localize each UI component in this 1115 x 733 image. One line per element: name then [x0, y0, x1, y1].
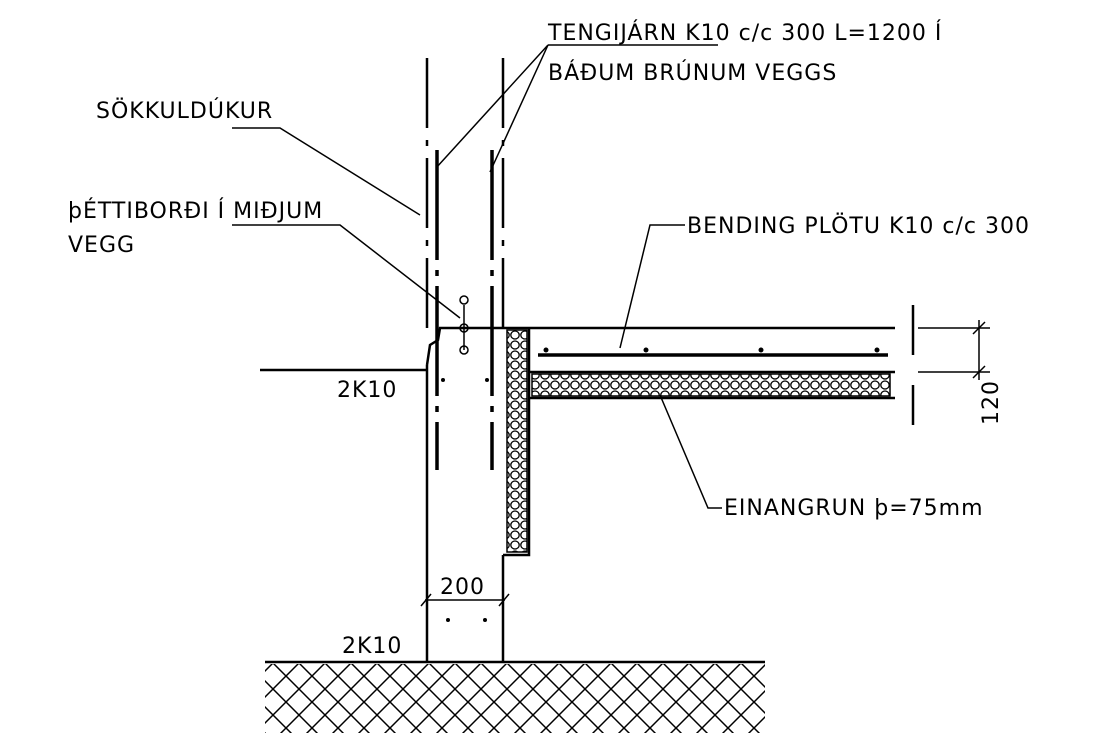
waterstop: [459, 295, 469, 355]
slab-rebar-label: BENDING PLÖTU K10 c/c 300: [687, 213, 1030, 239]
upper-rebar-label: 2K10: [337, 378, 397, 403]
leader-lines: [232, 44, 722, 509]
tie-bars-label-line1: TENGIJÁRN K10 c/c 300 L=1200 Í: [547, 20, 942, 46]
edge-insulation: [506, 329, 528, 553]
wall-outline: [425, 326, 895, 662]
waterstop-label-line1: þÉTTIBORÐI Í MIÐJUM: [68, 198, 323, 224]
lower-rebar-label: 2K10: [342, 634, 402, 659]
upper-wall-lines: [425, 58, 505, 470]
slab-thickness-label: 120: [979, 380, 1004, 425]
slab-insulation: [531, 373, 891, 397]
rebar-dots: [441, 378, 489, 622]
wall-width-label: 200: [440, 575, 485, 600]
ground: [265, 660, 765, 733]
slab-rebar: [538, 347, 888, 357]
slab-thickness-dimension: [911, 305, 990, 425]
insulation-label: EINANGRUN þ=75mm: [724, 496, 984, 521]
foundation-cloth-label: SÖKKULDÚKUR: [96, 98, 273, 124]
tie-bars-label-line2: BÁÐUM BRÚNUM VEGGS: [548, 60, 837, 86]
wall-width-dimension: [420, 593, 510, 607]
waterstop-label-line2: VEGG: [68, 233, 135, 258]
